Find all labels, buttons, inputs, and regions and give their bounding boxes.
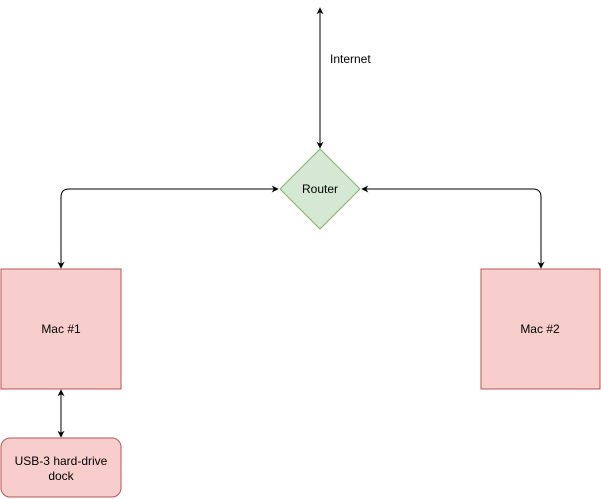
- edge-router-mac2: [361, 185, 545, 269]
- internet-label: Internet: [330, 52, 371, 66]
- router-shape: [279, 148, 361, 230]
- edge-router-mac1: [57, 185, 279, 269]
- dock-label-line1: USB-3 hard-drive: [15, 454, 108, 468]
- mac2-label: Mac #2: [520, 322, 560, 336]
- router-label: Router: [302, 182, 338, 196]
- mac2-node: Mac #2: [480, 268, 601, 390]
- mac1-node: Mac #1: [0, 268, 122, 390]
- router-node: Router: [279, 148, 361, 230]
- mac2-box: [480, 268, 601, 390]
- mac1-label: Mac #1: [41, 322, 81, 336]
- dock-box: [0, 437, 122, 498]
- dock-label-line2: dock: [48, 469, 74, 483]
- mac1-box: [0, 268, 122, 390]
- dock-node: USB-3 hard-drive dock: [0, 437, 122, 498]
